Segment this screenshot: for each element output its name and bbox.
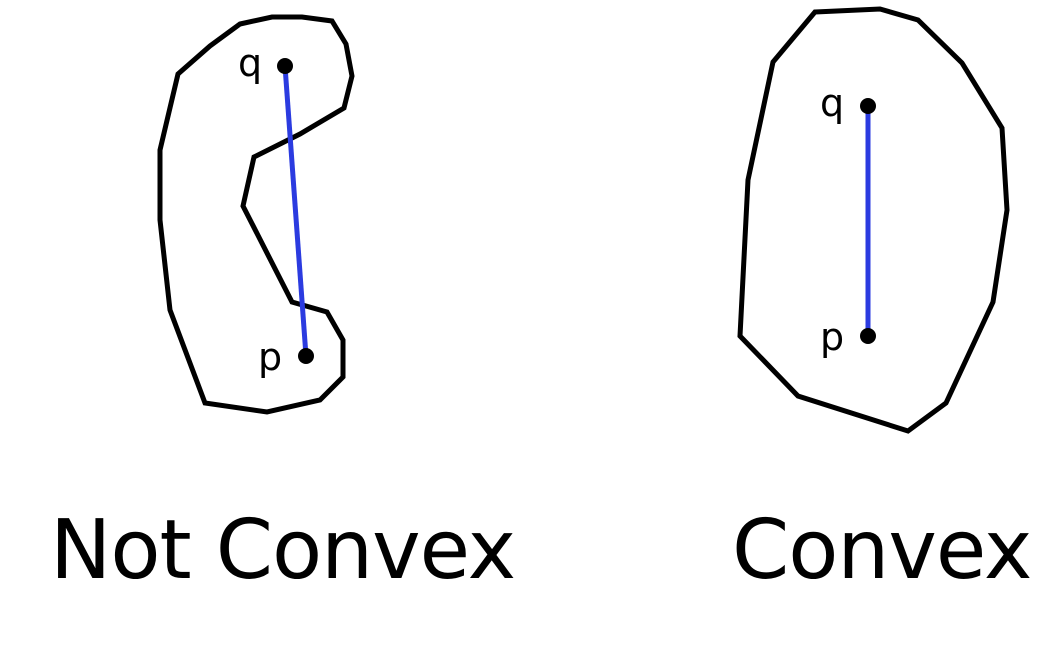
convex-panel: q p Convex: [732, 6, 1032, 598]
point-p-label-convex: p: [820, 315, 844, 359]
not-convex-panel: q p Not Convex: [50, 14, 516, 598]
point-q-dot-convex: [860, 98, 876, 114]
convex-shape-outline: [737, 6, 1010, 434]
point-q-label-convex: q: [820, 81, 844, 125]
point-p-dot-convex: [860, 328, 876, 344]
non-convex-shape-outline: [157, 14, 355, 415]
point-q-dot-not-convex: [277, 58, 293, 74]
point-p-label-not-convex: p: [258, 335, 282, 379]
point-p-dot-not-convex: [298, 348, 314, 364]
not-convex-caption: Not Convex: [50, 503, 515, 598]
pq-segment-not-convex: [282, 65, 309, 357]
point-q-label-not-convex: q: [238, 41, 262, 85]
convex-caption: Convex: [732, 503, 1031, 598]
